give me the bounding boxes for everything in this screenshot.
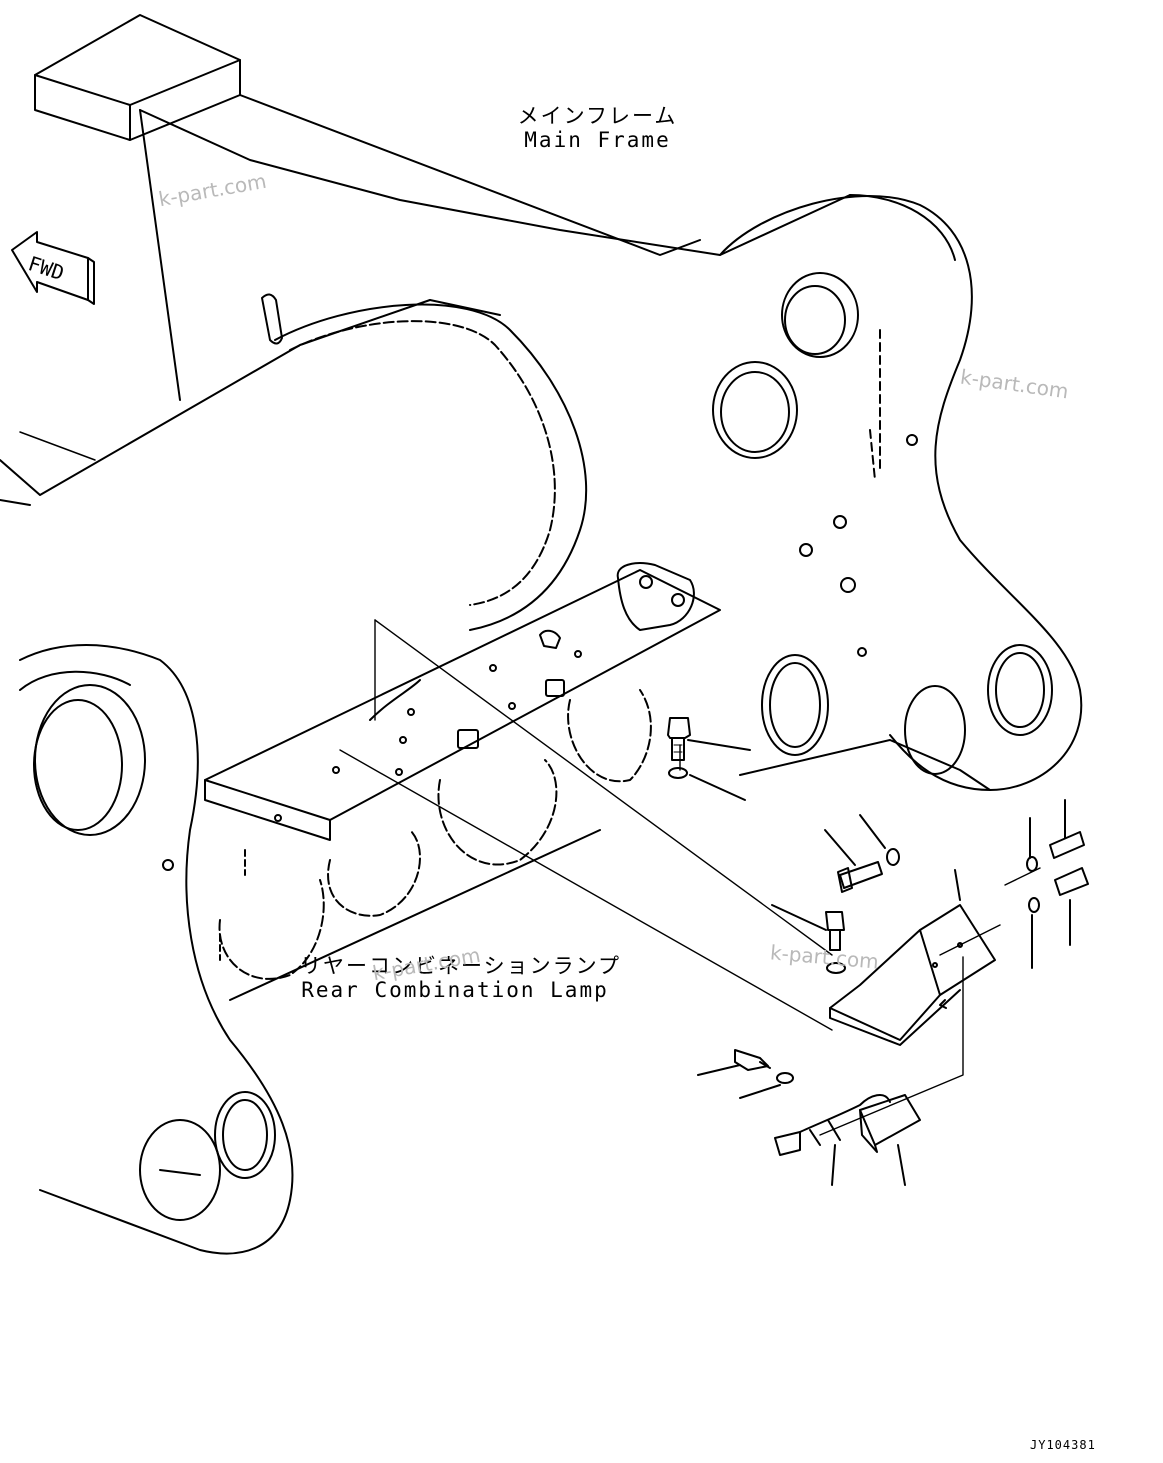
lamp-bracket xyxy=(829,869,996,1046)
fwd-label: FWD xyxy=(25,251,67,285)
frame-boss-right xyxy=(712,194,1083,791)
bolt-group xyxy=(771,799,1089,974)
main-frame-label-jp: メインフレーム xyxy=(517,104,678,128)
fwd-arrow: FWD xyxy=(11,231,95,305)
rear-lamp-label-jp: リヤーコンビネーションランプ xyxy=(300,954,621,978)
bolt-1 xyxy=(667,717,751,801)
lower-cylinders xyxy=(218,689,652,1001)
main-frame xyxy=(0,14,851,506)
leader-lines xyxy=(339,619,1041,1136)
rear-lamp-label-en: Rear Combination Lamp xyxy=(301,978,609,1003)
main-frame-label-en: Main Frame xyxy=(524,128,671,153)
drawing-code: JY104381 xyxy=(1030,1438,1096,1452)
frame-arm-left xyxy=(19,644,294,1255)
lamp-mount-plate xyxy=(204,562,721,961)
lamp-assembly xyxy=(697,1049,921,1186)
upper-cylinder xyxy=(274,299,588,631)
